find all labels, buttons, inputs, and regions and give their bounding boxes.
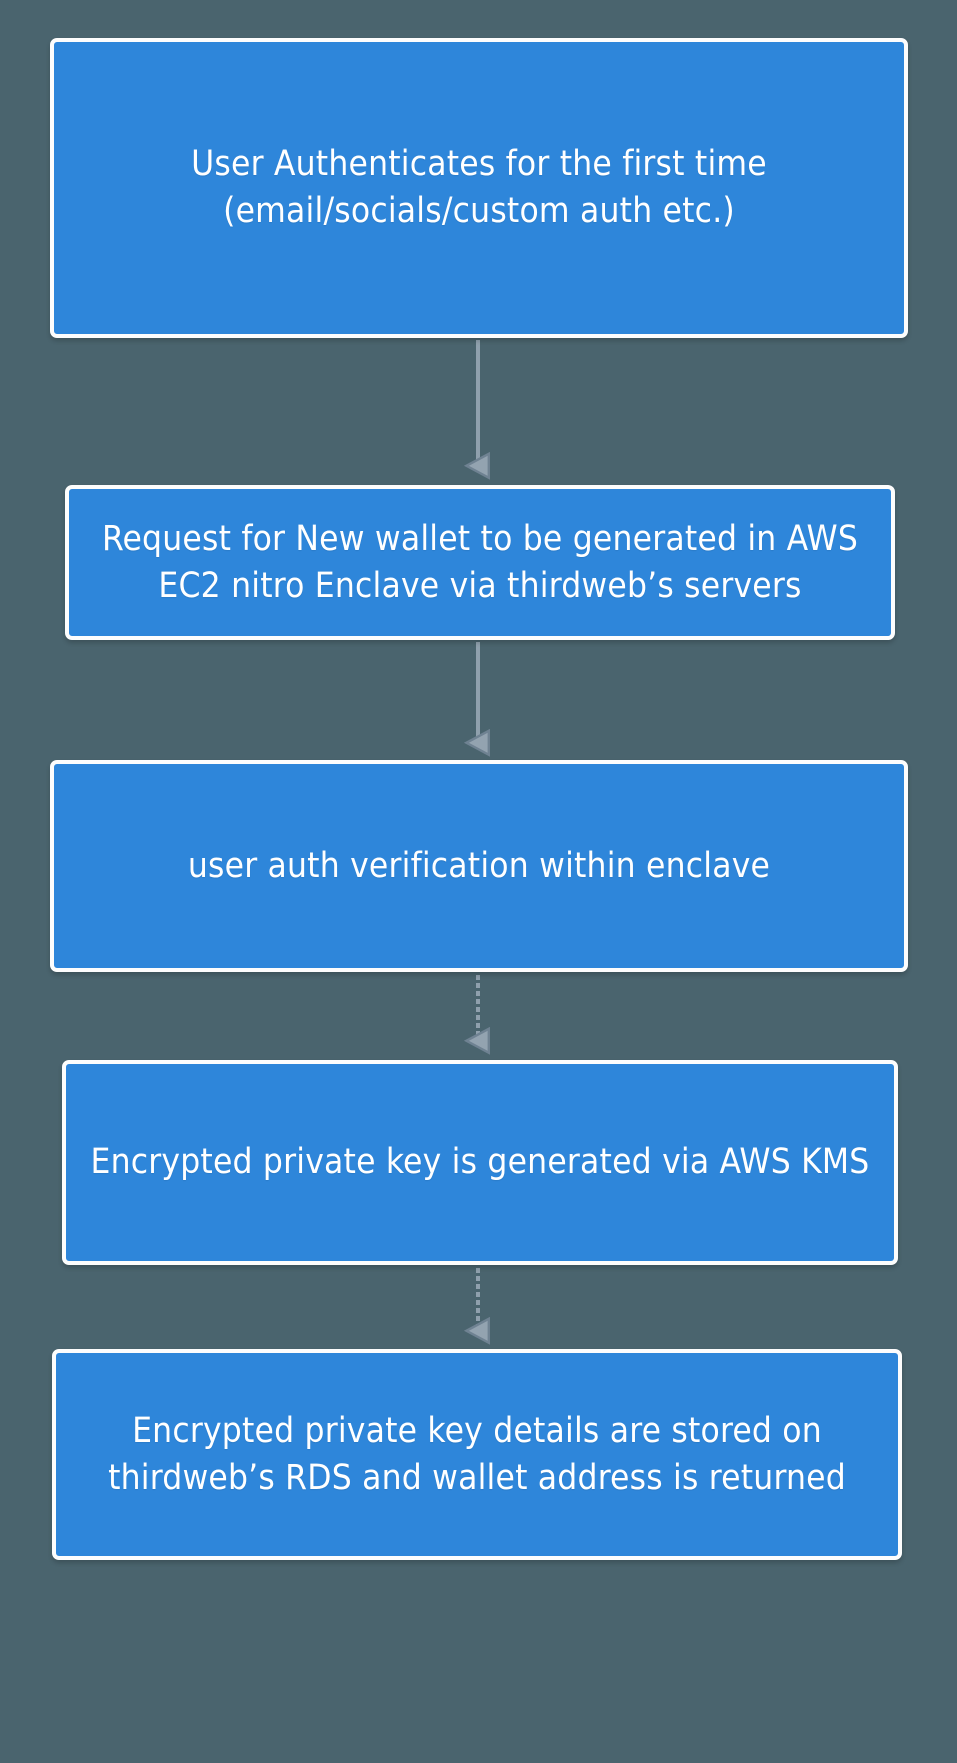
flow-node-label: User Authenticates for the first time (e…	[191, 144, 767, 231]
flow-node-user-authenticates[interactable]: User Authenticates for the first time (e…	[50, 38, 908, 338]
flow-node-label: Request for New wallet to be generated i…	[101, 518, 859, 606]
flow-node-label: Encrypted private key details are stored…	[108, 1410, 846, 1498]
flow-node-key-stored-address-returned[interactable]: Encrypted private key details are stored…	[52, 1349, 902, 1560]
flow-node-auth-verification-enclave[interactable]: user auth verification within enclave	[50, 760, 908, 972]
flow-node-encrypted-key-generated[interactable]: Encrypted private key is generated via A…	[62, 1060, 898, 1265]
flow-node-label: Encrypted private key is generated via A…	[90, 1142, 870, 1183]
flow-node-label: user auth verification within enclave	[187, 845, 771, 886]
flow-node-request-new-wallet[interactable]: Request for New wallet to be generated i…	[65, 485, 895, 640]
